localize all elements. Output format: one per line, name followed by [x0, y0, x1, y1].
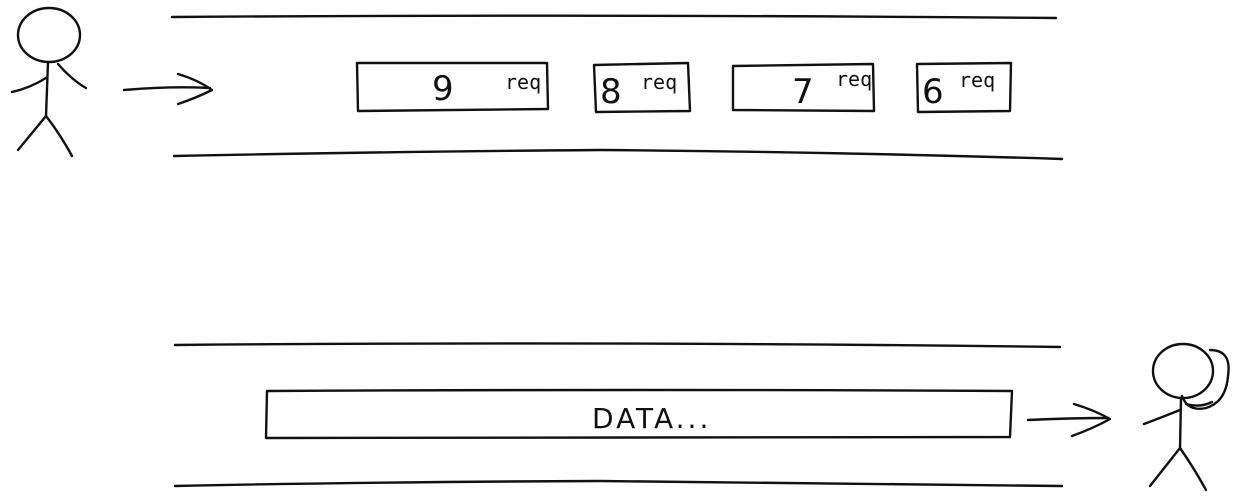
request-unit: req	[505, 70, 541, 94]
request-box: 6 req	[915, 61, 1013, 114]
request-channel	[170, 14, 1064, 161]
response-arrow-icon	[1026, 402, 1112, 438]
request-unit: req	[641, 70, 677, 94]
request-number: 9	[432, 69, 454, 109]
response-channel	[173, 342, 1064, 488]
request-box: 9 req	[355, 61, 550, 113]
request-box: 8 req	[592, 61, 692, 114]
data-label: DATA...	[592, 402, 711, 435]
data-box: DATA...	[264, 388, 1014, 440]
request-box: 7 req	[731, 62, 876, 113]
request-number: 7	[792, 72, 814, 112]
request-unit: req	[836, 67, 872, 91]
request-number: 8	[600, 72, 622, 112]
request-arrow-icon	[122, 72, 214, 106]
sender-figure-icon	[10, 6, 88, 158]
receiver-figure-icon	[1142, 342, 1230, 492]
request-unit: req	[959, 68, 995, 92]
request-number: 6	[922, 72, 944, 112]
